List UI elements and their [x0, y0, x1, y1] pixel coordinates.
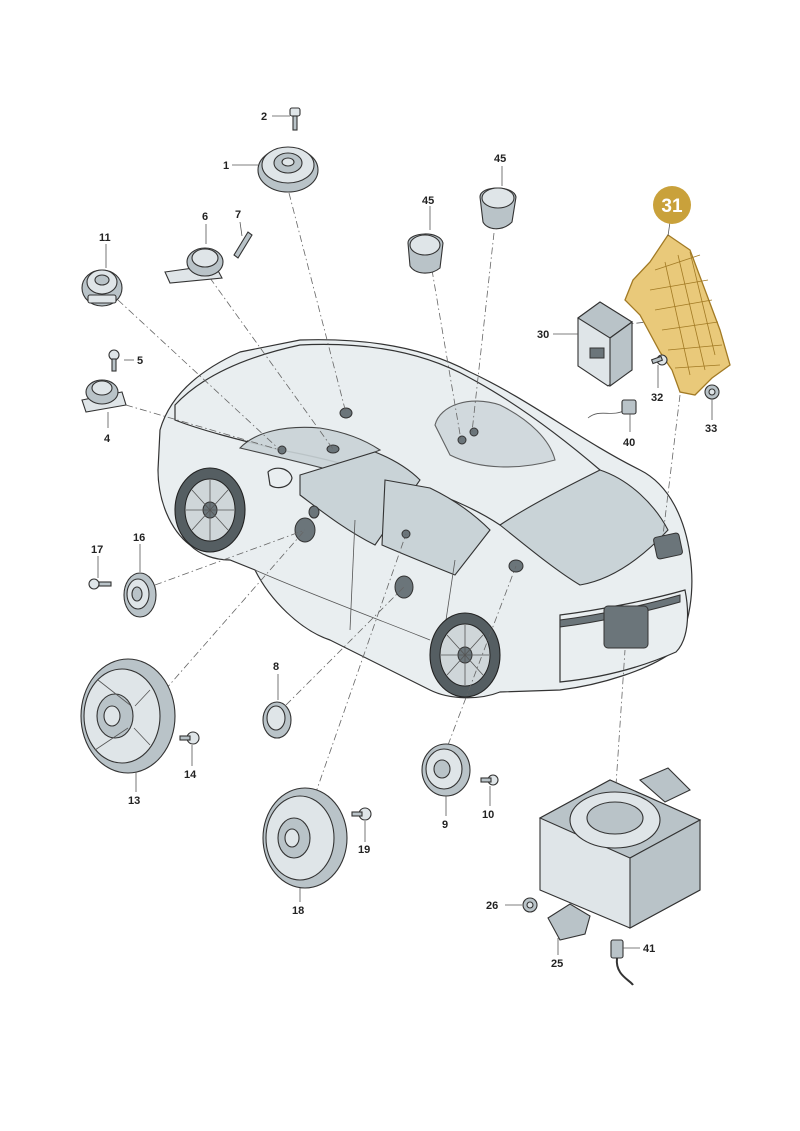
label-part-4: 4 [104, 433, 111, 445]
speaker-part-1 [257, 146, 319, 193]
label-leaders [97, 115, 713, 955]
car-body [157, 339, 693, 699]
woofer-part-18 [262, 787, 348, 889]
label-part-19: 19 [358, 844, 370, 856]
label-part-1: 1 [223, 160, 229, 172]
label-part-26: 26 [486, 900, 498, 912]
label-part-13: 13 [128, 795, 140, 807]
tweeter-part-8 [262, 701, 292, 739]
control-module-part-30 [577, 301, 633, 388]
screw-part-32 [650, 354, 668, 366]
speaker-part-45-left [407, 233, 444, 274]
part-number-labels: 2 1 6 7 11 5 4 45 45 30 32 33 40 17 16 8… [91, 111, 717, 970]
speaker-part-9 [421, 743, 471, 797]
car-mount-points [277, 407, 683, 649]
cable-part-41 [610, 939, 634, 986]
label-part-30: 30 [537, 329, 549, 341]
tweeter-part-11 [81, 269, 123, 307]
callout-badge-31[interactable]: 31 [653, 186, 691, 224]
bracket-part-31-highlighted [624, 234, 731, 396]
speaker-part-4 [81, 379, 127, 413]
screw-part-5 [108, 349, 120, 372]
screw-part-14 [179, 731, 200, 745]
callout-badge-circle [653, 186, 691, 224]
label-part-8: 8 [273, 661, 279, 673]
callout-badge-label: 31 [661, 196, 683, 217]
speaker-part-45-right [479, 187, 517, 230]
label-part-17: 17 [91, 544, 103, 556]
label-part-7: 7 [235, 209, 241, 221]
nut-part-33 [704, 384, 720, 400]
label-part-9: 9 [442, 819, 448, 831]
label-part-45-left: 45 [422, 195, 434, 207]
label-part-32: 32 [651, 392, 663, 404]
front-wheel [174, 467, 246, 553]
label-part-41: 41 [643, 943, 655, 955]
screw-part-10 [480, 774, 499, 786]
clip-part-7 [233, 231, 253, 259]
label-part-2: 2 [261, 111, 267, 123]
tweeter-part-6 [164, 247, 224, 284]
screw-part-2 [289, 107, 301, 131]
label-part-6: 6 [202, 211, 208, 223]
nut-part-26 [522, 897, 538, 913]
screw-part-17 [88, 578, 112, 590]
leader-lines [117, 192, 681, 801]
label-part-33: 33 [705, 423, 717, 435]
subwoofer-part-25 [538, 767, 702, 941]
speaker-part-16 [123, 572, 157, 618]
woofer-part-13 [80, 658, 176, 774]
label-part-18: 18 [292, 905, 304, 917]
rear-wheel [429, 612, 501, 698]
label-part-14: 14 [184, 769, 197, 781]
label-part-25: 25 [551, 958, 563, 970]
screw-part-19 [351, 807, 372, 821]
label-part-45-right: 45 [494, 153, 506, 165]
label-part-11: 11 [99, 232, 111, 244]
label-part-10: 10 [482, 809, 494, 821]
cable-part-40 [587, 399, 637, 419]
label-part-40: 40 [623, 437, 635, 449]
label-part-5: 5 [137, 355, 143, 367]
label-part-16: 16 [133, 532, 145, 544]
